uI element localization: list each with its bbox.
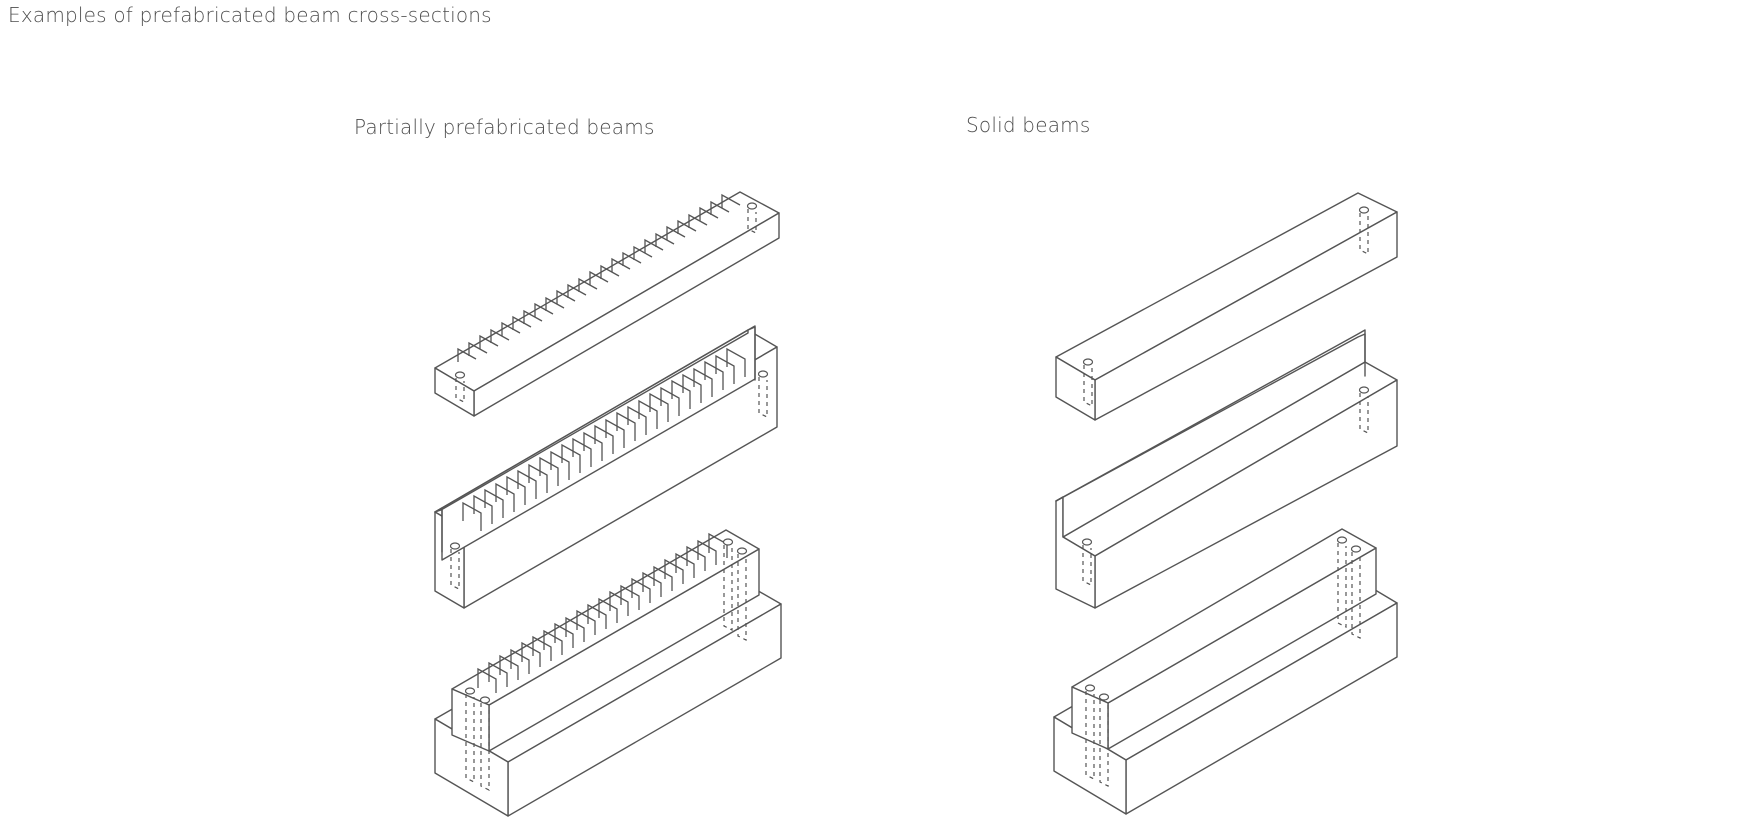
- beam-solid-1-end: [1055, 356, 1096, 421]
- beam-partial-2-stirrups: [462, 347, 746, 531]
- section-label-solid: Solid beams: [966, 113, 1091, 137]
- beam-partial-2: [434, 325, 778, 609]
- section-label-partially-prefabricated: Partially prefabricated beams: [354, 115, 655, 139]
- page-title: Examples of prefabricated beam cross-sec…: [8, 3, 492, 27]
- beam-solid-3-stem-end: [1071, 686, 1109, 750]
- beam-solid-3: [1053, 528, 1398, 815]
- beam-partial-1-end: [434, 367, 475, 417]
- beam-solid-1: [1055, 192, 1398, 421]
- beam-solid-2: [1055, 329, 1398, 609]
- beam-partial-1-stirrups: [457, 193, 741, 362]
- beam-partial-3: [434, 529, 782, 817]
- beam-partial-1: [434, 191, 780, 417]
- beam-partial-3-stirrups: [477, 532, 728, 693]
- beam-partial-1-duct: [454, 371, 466, 379]
